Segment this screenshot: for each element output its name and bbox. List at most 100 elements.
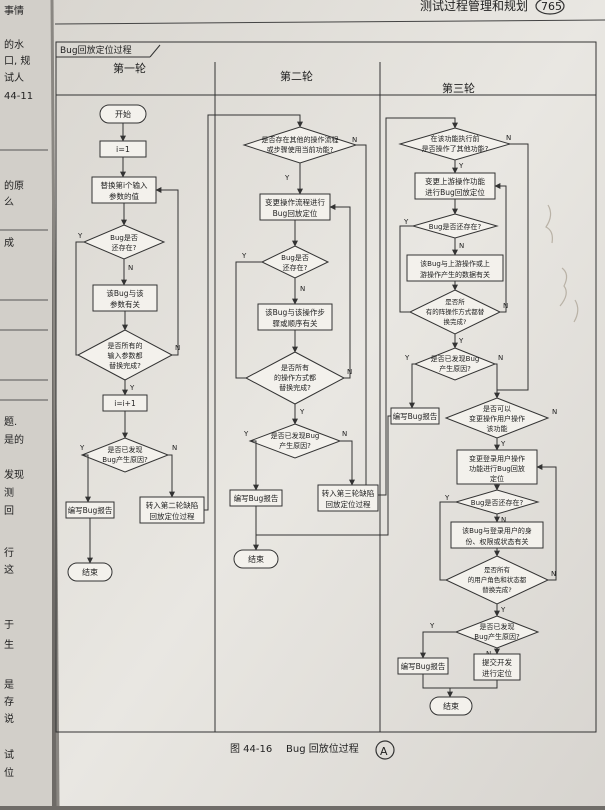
r2-report-label: 编写Bug报告 (234, 493, 279, 503)
r3-n0: N (506, 134, 511, 142)
svg-text:的水: 的水 (4, 38, 24, 51)
r1-found-l1: 是否已发现 (108, 445, 143, 454)
r2-related-l1: 该Bug与该操作步 (265, 307, 325, 317)
r3-ru-l2: 份、权限或状态有关 (466, 537, 529, 546)
r1-init-label: i=1 (116, 145, 130, 154)
r3-cu-l3: 该功能 (487, 424, 508, 433)
r3-ru-l1: 该Bug与登录用户的身 (462, 526, 532, 535)
r3-y3: Y (404, 354, 410, 362)
r3-cu-l1: 是否可以 (483, 405, 511, 413)
right-page (52, 0, 605, 806)
svg-text:么: 么 (4, 196, 14, 208)
r3-cu-l2: 变更操作用户操作 (469, 414, 525, 423)
r1-related-l2: 参数有关 (110, 299, 140, 309)
stamp-circle (375, 740, 395, 760)
left-margin-rules (0, 149, 48, 401)
r3-roles-l3: 替换完成? (482, 585, 511, 594)
r2-to3-l2: 回放定位过程 (326, 499, 371, 509)
frame-title: Bug回放定位过程 (60, 44, 132, 56)
r1-y3: Y (79, 444, 85, 452)
svg-text:发现: 发现 (4, 468, 24, 481)
r3-change-l1: 变更上游操作功能 (425, 176, 485, 186)
r3-change-l2: 进行Bug回放定位 (425, 187, 485, 197)
svg-text:44-11: 44-11 (4, 91, 33, 102)
svg-text:试: 试 (4, 748, 14, 761)
r3-y2: Y (458, 337, 464, 345)
r3-roles-l1: 是否所有 (484, 565, 511, 574)
r1-end (67, 562, 113, 582)
r3-prev-l2: 是否操作了其他功能? (422, 144, 489, 153)
stamp-letter: A (380, 745, 388, 758)
r3-submit-l1: 提交开发 (482, 657, 512, 667)
column-round3: 第三轮 (442, 81, 475, 95)
r2-change-l2: Bug回放定位 (273, 208, 318, 218)
r1-related-l1: 该Bug与该 (106, 288, 144, 298)
r1-increment-label: i=i+1 (114, 399, 136, 408)
r1-to2-l1: 转入第二轮缺陷 (146, 500, 199, 510)
r3-bug2-label: Bug是否还存在? (471, 498, 524, 507)
r2-all-l1: 是否所有 (281, 363, 309, 372)
r2-end (233, 549, 279, 569)
column-round2: 第二轮 (280, 69, 313, 83)
r1-y2: Y (129, 384, 135, 392)
r3-change-login (456, 449, 538, 485)
r3-n4: N (552, 408, 557, 416)
r3-y5: Y (444, 494, 450, 502)
r2-n0: N (352, 136, 357, 144)
r3-cl-l2: 功能进行Bug回放 (469, 464, 525, 473)
r2-bug-l2: 还存在? (283, 263, 308, 272)
r2-n1: N (300, 285, 305, 293)
r2-y2: Y (299, 408, 305, 416)
r3-cl-l3: 定位 (490, 474, 504, 483)
page-number: 765 (541, 0, 562, 13)
r3-found-cause (413, 347, 497, 381)
column-round1: 第一轮 (113, 61, 146, 75)
margin-handwriting (545, 204, 579, 323)
svg-text:位: 位 (4, 766, 14, 779)
svg-text:存: 存 (4, 695, 14, 708)
r3-end-label: 结束 (443, 701, 459, 711)
r3-n5: N (501, 516, 506, 524)
r3-all-l3: 换完成? (444, 317, 467, 326)
svg-text:测: 测 (4, 486, 14, 499)
r1-to2-l2: 回放定位过程 (150, 511, 195, 521)
r3-found-l2: 产生原因? (439, 364, 471, 373)
r1-all-l1: 是否所有的 (108, 341, 143, 350)
r2-to-round3 (317, 484, 379, 512)
r3-cl-l1: 变更登录用户操作 (469, 454, 525, 463)
r2-all-l3: 替换完成? (279, 383, 311, 392)
diagram-frame (55, 41, 597, 733)
svg-text:说: 说 (4, 712, 14, 725)
page-number-badge (535, 0, 565, 15)
r1-all-l2: 输入参数都 (108, 351, 143, 360)
svg-text:于: 于 (4, 620, 14, 631)
r2-n3: N (342, 430, 347, 438)
r3-prev-l1: 在该功能执行前 (431, 134, 480, 143)
r3-n3: N (498, 354, 503, 362)
r2-y1: Y (241, 252, 247, 260)
r2-related-l2: 骤或顺序有关 (273, 318, 318, 328)
r2-end-label: 结束 (248, 554, 264, 564)
r2-all-l2: 的操作方式都 (274, 373, 316, 382)
caption-label: 图 44-16 (230, 743, 272, 755)
r3-y4: Y (500, 440, 506, 448)
r3-y0: Y (458, 162, 464, 170)
svg-text:试人: 试人 (4, 71, 24, 84)
r2-change-l1: 变更操作流程进行 (265, 197, 325, 207)
svg-text:生: 生 (4, 638, 14, 651)
header-title: 测试过程管理和规划 (420, 0, 528, 13)
r1-to-round2 (139, 496, 205, 524)
svg-text:的原: 的原 (4, 179, 24, 192)
r2-other-l1: 是否存在其他的操作流程 (262, 135, 339, 144)
r1-report-label: 编写Bug报告 (68, 505, 113, 515)
r1-bug-exists-l2: 还存在? (112, 243, 137, 252)
r3-all-l2: 有的阵操作方式都替 (426, 307, 485, 316)
r2-other-l2: 或步骤使用当前功能? (267, 145, 334, 154)
r3-related-l1: 该Bug与上游操作或上 (420, 259, 490, 268)
svg-text:回: 回 (4, 505, 14, 517)
r2-found-l2: 产生原因? (279, 441, 311, 450)
svg-text:口, 规: 口, 规 (4, 54, 30, 67)
r3-report-label: 编写Bug报告 (393, 411, 438, 421)
r3-related-l2: 游操作产生的数据有关 (420, 270, 490, 279)
